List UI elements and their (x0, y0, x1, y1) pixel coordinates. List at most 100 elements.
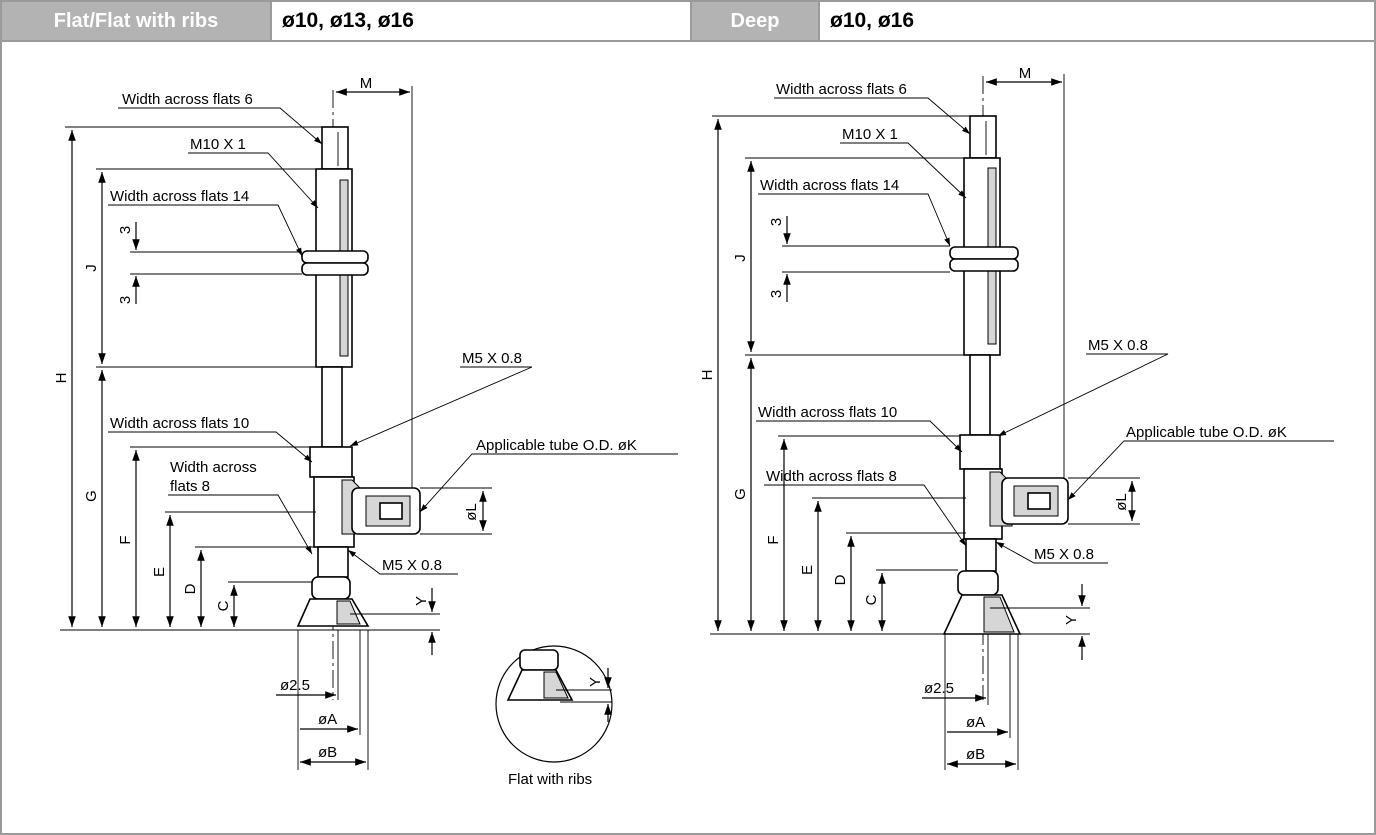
r-label-3b: 3 (768, 290, 785, 298)
callout-tube: Applicable tube O.D. øK (476, 437, 637, 454)
callout-m10: M10 X 1 (190, 136, 246, 153)
label-d25: ø2.5 (280, 677, 310, 694)
r-label-y: Y (1063, 615, 1080, 625)
left-nut-upper (301, 250, 369, 264)
r-label-a: øA (966, 714, 985, 731)
right-vacuum-pad-drawing: M H J G F E D C 3 3 øL Y ø2.5 øA øB Widt… (699, 65, 1334, 770)
label-h: H (53, 373, 70, 384)
technical-drawing: M H J G F E D C 3 3 øL Y ø2.5 øA øB Widt… (0, 40, 1376, 835)
r-callout-m10: M10 X 1 (842, 126, 898, 143)
detail-caption: Flat with ribs (508, 771, 592, 788)
r-leader-waf14 (758, 193, 951, 247)
left-type-label: Flat/Flat with ribs (53, 9, 219, 32)
leader-waf6 (118, 107, 323, 145)
drawing-area: M H J G F E D C 3 3 øL Y ø2.5 øA øB Widt… (0, 40, 1376, 835)
left-sizes-cell: ø10, ø13, ø16 (270, 0, 692, 42)
label-j: J (83, 264, 100, 272)
r-label-b: øB (966, 746, 985, 763)
r-leader-waf6 (774, 97, 971, 135)
label-y: Y (413, 596, 430, 606)
detail-adapter (519, 649, 559, 671)
left-type-cell: Flat/Flat with ribs (0, 0, 272, 42)
callout-waf8-line2: flats 8 (170, 478, 210, 495)
r-label-j: J (732, 254, 749, 262)
r-callout-waf14: Width across flats 14 (760, 177, 899, 194)
r-leader-m5bot (995, 541, 1108, 564)
r-leader-waf10 (756, 420, 963, 453)
r-label-c: C (863, 594, 880, 605)
header-bar: Flat/Flat with ribs ø10, ø13, ø16 Deep ø… (0, 0, 1376, 42)
r-callout-waf10: Width across flats 10 (758, 404, 897, 421)
left-shaft (321, 366, 343, 448)
label-b: øB (318, 744, 337, 761)
right-tube-bore (1027, 492, 1051, 510)
r-callout-tube: Applicable tube O.D. øK (1126, 424, 1287, 441)
label-a: øA (318, 711, 337, 728)
r-label-g: G (732, 488, 749, 500)
leader-m5bot (347, 549, 458, 575)
left-lower-stem (317, 546, 349, 578)
r-leader-m10 (840, 142, 967, 199)
detail-pad-section (543, 671, 569, 699)
right-sizes-cell: ø10, ø16 (818, 0, 1376, 42)
left-fitting-hex (309, 446, 353, 478)
right-shaft (969, 354, 991, 436)
right-pad-section (983, 596, 1015, 633)
r-callout-waf6: Width across flats 6 (776, 81, 907, 98)
r-label-3a: 3 (768, 218, 785, 226)
r-label-d25: ø2.5 (924, 680, 954, 697)
right-lower-stem (965, 538, 997, 572)
leader-m5top (349, 366, 533, 447)
label-3a: 3 (117, 226, 134, 234)
callout-waf6: Width across flats 6 (122, 91, 253, 108)
leader-waf8 (168, 494, 313, 555)
right-sizes-label: ø10, ø16 (830, 9, 915, 32)
left-tube-bore (379, 502, 403, 520)
callout-waf14: Width across flats 14 (110, 188, 249, 205)
label-3b: 3 (117, 296, 134, 304)
r-leader-waf8 (764, 484, 967, 547)
right-adapter (957, 570, 999, 596)
outer-border (0, 40, 1376, 835)
left-adapter (311, 576, 351, 600)
label-e: E (151, 567, 168, 577)
leader-waf10 (108, 431, 313, 463)
r-leader-m5top (997, 353, 1169, 437)
label-m: M (360, 75, 373, 92)
r-label-f: F (765, 535, 782, 544)
r-callout-m5top: M5 X 0.8 (1088, 337, 1148, 354)
label-g: G (83, 490, 100, 502)
r-leader-tube (1067, 440, 1334, 501)
r-label-d: D (832, 574, 849, 585)
left-nut-lower (301, 262, 369, 276)
callout-m5top: M5 X 0.8 (462, 350, 522, 367)
left-pad-section (336, 600, 361, 625)
label-l: øL (463, 503, 480, 521)
right-top-hex (969, 115, 997, 159)
right-fitting-hex (959, 434, 1001, 470)
r-label-e: E (799, 565, 816, 575)
right-nut-upper (949, 246, 1019, 260)
r-label-h: H (699, 370, 716, 381)
label-f: F (117, 535, 134, 544)
detail-label-y: Y (587, 677, 604, 687)
detail-circle (495, 645, 613, 763)
left-top-hex (321, 126, 349, 170)
left-sizes-label: ø10, ø13, ø16 (282, 9, 414, 32)
label-c: C (215, 600, 232, 611)
r-label-m: M (1019, 65, 1032, 82)
leader-tube (419, 453, 678, 513)
callout-waf10: Width across flats 10 (110, 415, 249, 432)
callout-waf8-line1: Width across (170, 459, 257, 476)
right-type-cell: Deep (690, 0, 820, 42)
right-type-label: Deep (730, 9, 780, 32)
left-vacuum-pad-drawing: M H J G F E D C 3 3 øL Y ø2.5 øA øB Widt… (53, 75, 678, 788)
leader-m10 (188, 152, 319, 209)
right-nut-lower (949, 258, 1019, 272)
callout-m5bot: M5 X 0.8 (382, 557, 442, 574)
label-d: D (182, 583, 199, 594)
r-label-l: øL (1113, 493, 1130, 511)
r-callout-m5bot: M5 X 0.8 (1034, 546, 1094, 563)
r-callout-waf8: Width across flats 8 (766, 468, 897, 485)
